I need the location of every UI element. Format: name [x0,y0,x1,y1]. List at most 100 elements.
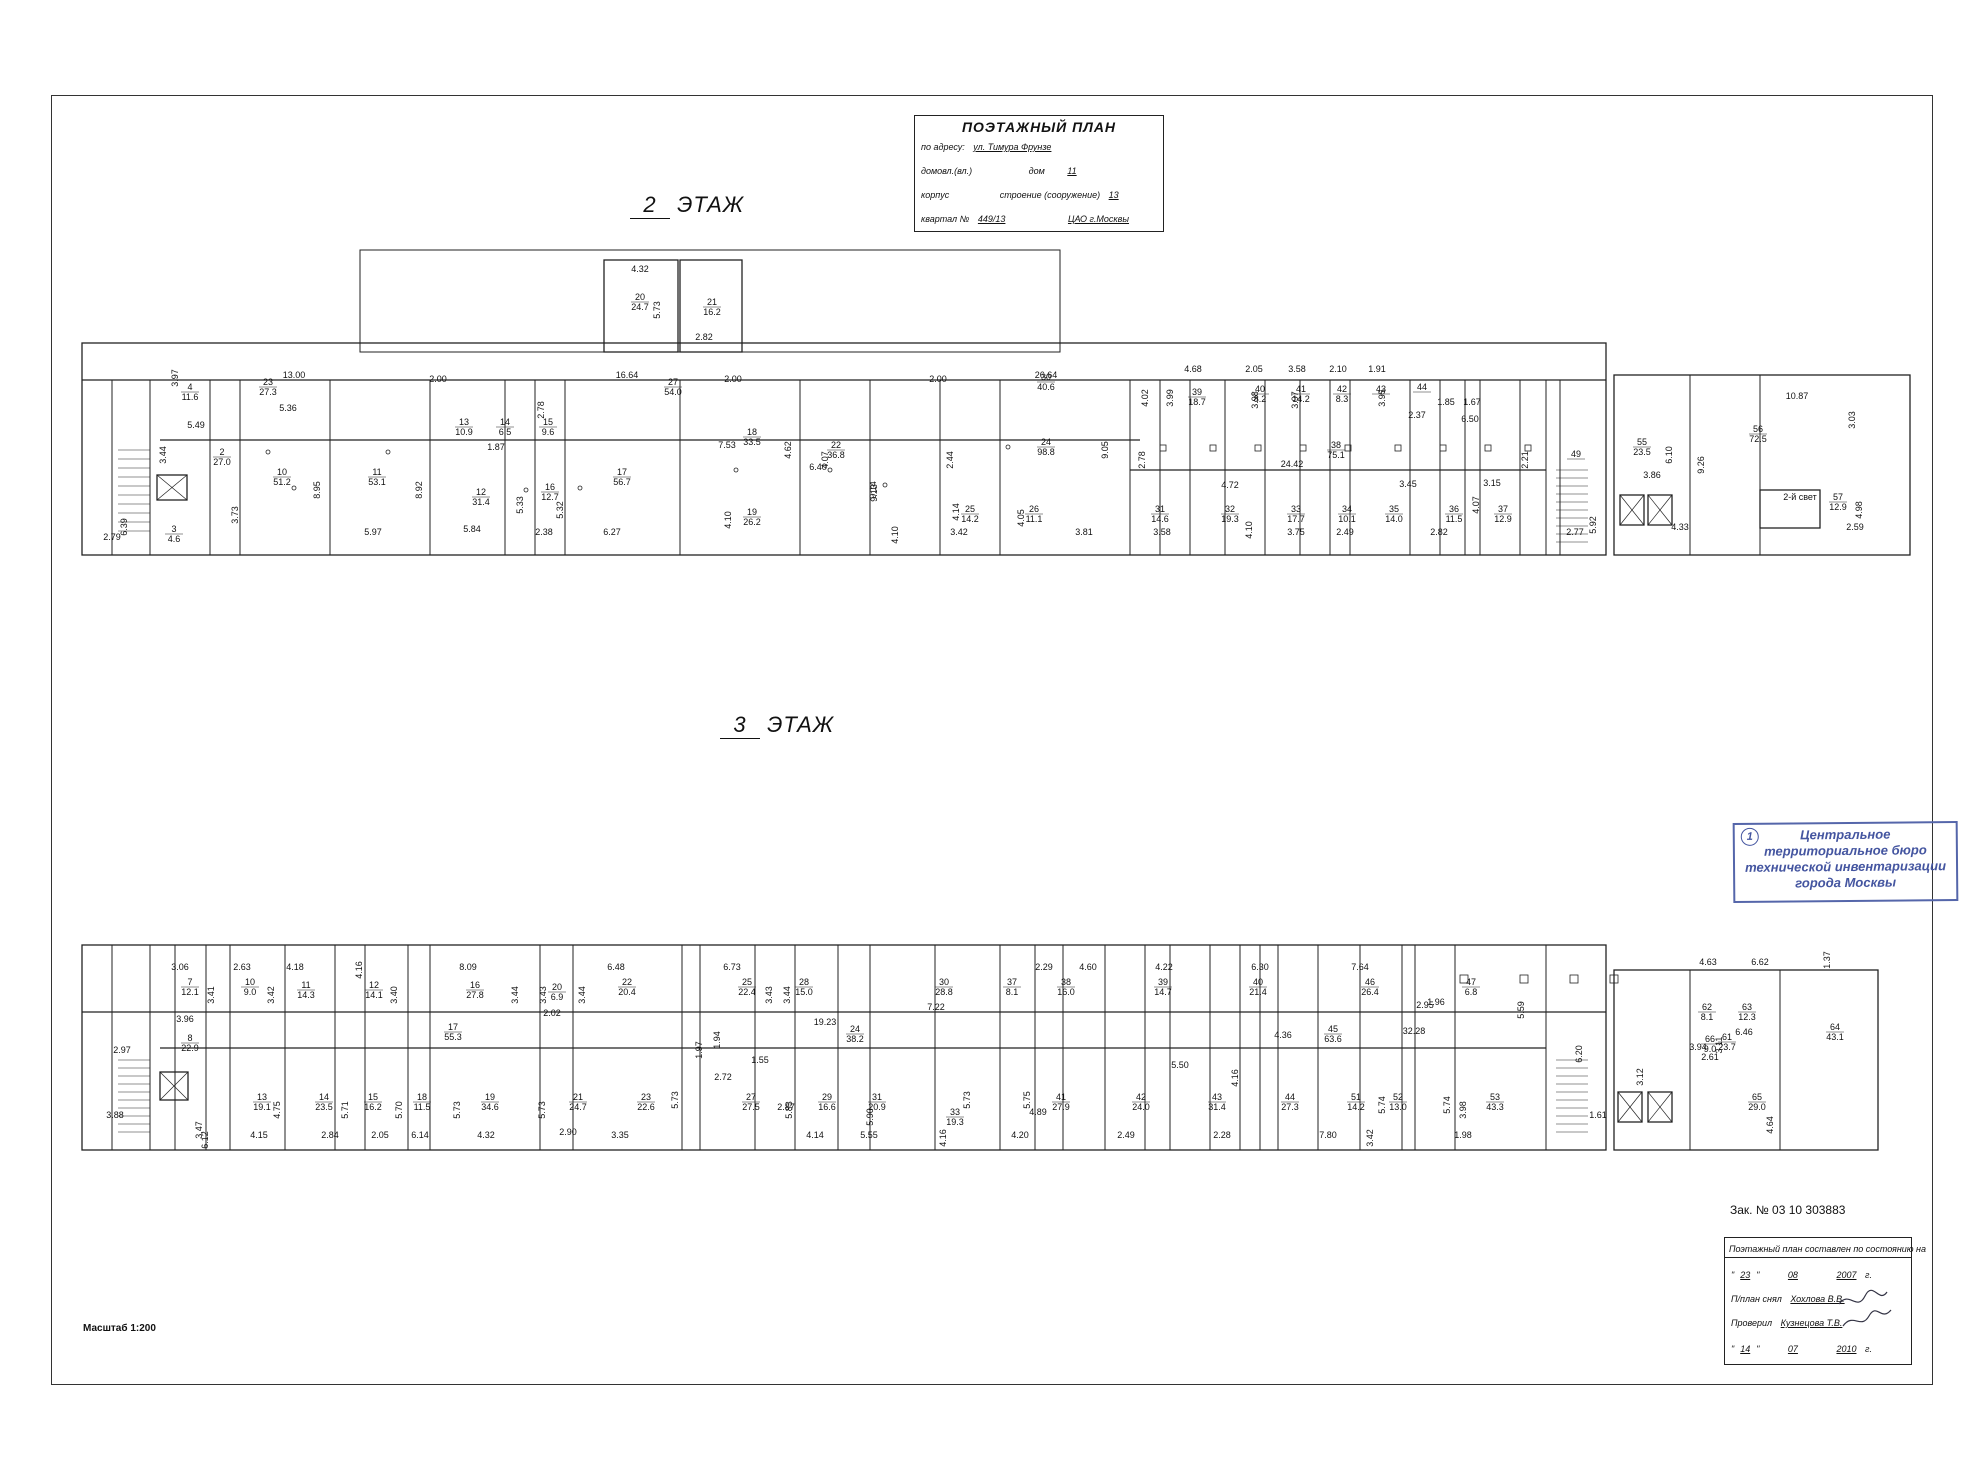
dimension-label: 6.14 [411,1130,429,1140]
room-number: 13 [257,1092,267,1102]
room-area: 4.6 [168,534,181,544]
room-number: 34 [1342,504,1352,514]
checked-name: Кузнецова Т.В. [1780,1318,1843,1328]
dimension-label: 1.67 [1463,397,1481,407]
dimension-label: 5.73 [652,301,662,319]
room-number: 11 [372,467,381,477]
room-number: 55 [1637,437,1647,447]
fixture-square [1299,444,1307,452]
room-number: 64 [1830,1022,1840,1032]
room-number: 15 [368,1092,378,1102]
room-area: 53.1 [368,477,386,487]
room-number: 42 [1337,384,1347,394]
dimension-label: 3.58 [1288,364,1306,374]
room-area: 27.3 [259,387,277,397]
fixture-circle [827,467,833,473]
dimension-label: 2.59 [1846,522,1864,532]
room-number: 21 [573,1092,583,1102]
drawn-name: Хохлова В.В. [1790,1294,1845,1304]
dimension-label: 1.91 [1368,364,1386,374]
floor3-plan: 712.1109.01114.31214.11627.8206.92220.42… [81,944,1879,1151]
room-area: 27.3 [1281,1102,1299,1112]
room-area: 11.5 [1446,514,1463,524]
room-area: 11.5 [414,1102,431,1112]
room-number: 15 [543,417,553,427]
room-number: 46 [1365,977,1375,987]
room-number: 25 [965,504,975,514]
dimension-label: 3.43 [764,986,774,1004]
room-area: 6.8 [1465,987,1478,997]
dimension-label: 6.48 [607,962,625,972]
structure-label: строение (сооружение) [999,190,1101,200]
room-number: 36 [1449,504,1459,514]
room-area: 26.4 [1361,987,1379,997]
room-area: 16.0 [1057,987,1075,997]
dimension-label: 2.00 [724,374,742,384]
dimension-label: 3.97 [1290,391,1300,409]
room-number: 24 [1041,437,1051,447]
room-number: 3 [171,524,176,534]
room-area: 33.5 [743,437,761,447]
dimension-label: 2.49 [1336,527,1354,537]
room-area: 75.1 [1327,450,1345,460]
fixture-circle [882,482,888,488]
date1-month: 08 [1787,1270,1798,1280]
room-number: 10 [245,977,255,987]
dimension-label: 6.12 [200,1131,210,1149]
dimension-label: 2.79 [103,532,121,542]
dimension-label: 5.55 [860,1130,878,1140]
dimension-label: 24.42 [1281,459,1304,469]
dimension-label: 6.46 [1735,1027,1753,1037]
dimension-label: 4.62 [783,441,793,459]
dimension-label: 4.32 [631,264,649,274]
fixture-circle [733,467,739,473]
dimension-label: 4.18 [286,962,304,972]
dimension-label: 4.15 [250,1130,268,1140]
dimension-label: 1.61 [1589,1110,1607,1120]
dimension-label: 2.02 [543,1008,561,1018]
dimension-label: 1.96 [1427,997,1445,1007]
dimension-label: 6.39 [119,518,129,536]
room-number: 18 [417,1092,427,1102]
address-value: ул. Тимура Фрунзе [973,142,1052,152]
room-area: 8.3 [1336,394,1349,404]
dimension-label: 3.15 [1483,478,1501,488]
dimension-label: 2.38 [535,527,553,537]
room-area: 14.7 [1154,987,1172,997]
room-area: 15.0 [795,987,813,997]
fixture-circle [265,449,271,455]
room-area: 27.8 [466,990,484,1000]
dimension-label: 4.05 [1016,509,1026,527]
room-area: 22.6 [637,1102,655,1112]
room-area: 34.6 [481,1102,499,1112]
room-number: 43 [1212,1092,1222,1102]
room-number: 23 [263,377,273,387]
floor3-east-wing [1613,969,1879,1151]
room-number: 21 [707,297,717,307]
dimension-label: 2.61 [1701,1052,1719,1062]
dimension-label: 3.03 [1847,411,1857,429]
room-number: 16 [545,482,555,492]
room-number: 8 [187,1033,192,1043]
dimension-label: 4.16 [1230,1069,1240,1087]
dimension-label: 3.96 [176,1014,194,1024]
structure-value: 13 [1108,190,1119,200]
room-number: 52 [1393,1092,1403,1102]
room-number: 22 [831,440,841,450]
elevator-shaft [156,474,188,501]
dimension-label: 1.98 [1454,1130,1472,1140]
house-num-value: 11 [1067,166,1077,176]
room-number: 57 [1833,492,1843,502]
fixture-square [1609,974,1619,984]
room-area: 31.4 [472,497,490,507]
room-area: 26.2 [743,517,761,527]
room-area: 14.0 [1385,514,1403,524]
dimension-label: 5.74 [1442,1096,1452,1114]
room-number: 20 [552,982,562,992]
room-area: 28.8 [935,987,953,997]
room-area: 38.2 [846,1034,864,1044]
room-number: 47 [1466,977,1476,987]
stamp-line-2: территориальное бюро [1764,842,1927,859]
title-block: ПОЭТАЖНЫЙ ПЛАН по адресу: ул. Тимура Фру… [914,115,1164,232]
elevator-shaft [1647,1091,1673,1123]
